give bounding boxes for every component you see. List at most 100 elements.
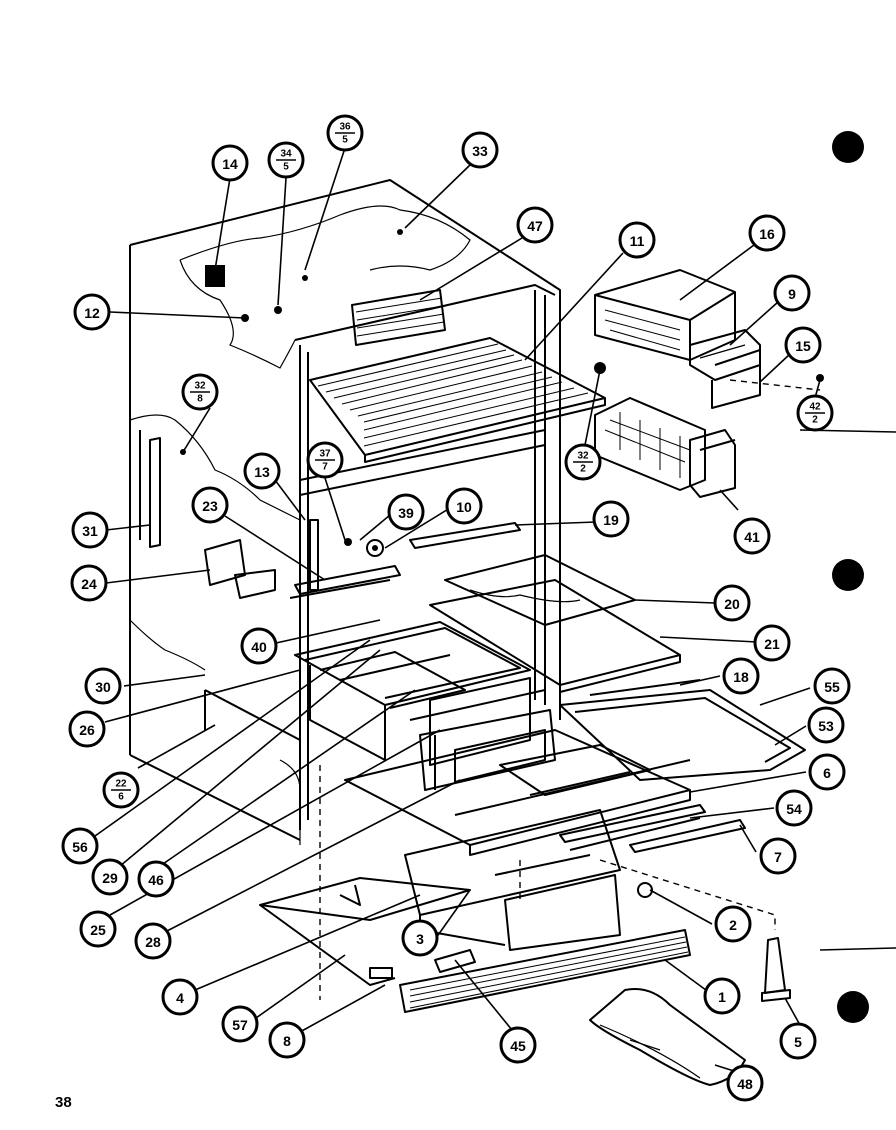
- crisper-frame: [294, 621, 546, 766]
- callout-42-2: 422: [796, 394, 834, 432]
- callout-number: 31: [82, 523, 98, 539]
- callout-number: 14: [222, 156, 238, 172]
- callout-circle: [726, 1064, 764, 1102]
- callout-39: 39: [387, 493, 425, 531]
- callout-circle: [134, 922, 172, 960]
- callout-circle: [137, 860, 175, 898]
- callout-57: 57: [221, 1005, 259, 1043]
- callout-48: 48: [726, 1064, 764, 1102]
- callout-53: 53: [807, 706, 845, 744]
- callout-number: 20: [724, 596, 740, 612]
- callout-circle: [499, 1026, 537, 1064]
- callout-circle: [61, 827, 99, 865]
- callout-20: 20: [713, 584, 751, 622]
- callout-circle: [714, 905, 752, 943]
- callout-number: 6: [823, 765, 831, 781]
- callout-32-2: 322: [564, 443, 602, 481]
- callout-36-5: 365: [326, 114, 364, 152]
- callout-circle: [268, 1021, 306, 1059]
- callout-number: 19: [603, 512, 619, 528]
- callout-number: 33: [472, 143, 488, 159]
- callout-11: 11: [618, 221, 656, 259]
- callout-circle: [807, 706, 845, 744]
- ice-deflector: [351, 289, 446, 346]
- ice-bin-assembly: [594, 269, 761, 409]
- callout-circle: [733, 517, 771, 555]
- callout-2: 2: [714, 905, 752, 943]
- callout-circle: [387, 493, 425, 531]
- callout-number: 7: [774, 849, 782, 865]
- callout-1: 1: [703, 977, 741, 1015]
- callout-number: 3: [416, 931, 424, 947]
- callout-circle: [775, 789, 813, 827]
- callout-number: 16: [759, 226, 775, 242]
- callout-28: 28: [134, 922, 172, 960]
- leader-lines: [94, 147, 821, 1073]
- callout-number: 46: [148, 872, 164, 888]
- toe-grille: [399, 929, 691, 1013]
- callout-sub-number: 2: [812, 415, 818, 426]
- callout-number: 34: [280, 149, 292, 160]
- shelf-rails: [289, 519, 521, 599]
- callout-number: 11: [630, 233, 645, 249]
- callout-number: 8: [283, 1033, 291, 1049]
- callout-circle: [592, 500, 630, 538]
- callout-number: 25: [90, 922, 106, 938]
- callout-number: 4: [176, 990, 184, 1006]
- callout-9: 9: [773, 274, 811, 312]
- callout-13: 13: [243, 452, 281, 490]
- callout-8: 8: [268, 1021, 306, 1059]
- callout-46: 46: [137, 860, 175, 898]
- callout-number: 29: [102, 870, 118, 886]
- callout-3: 3: [401, 919, 439, 957]
- callout-32-8: 328: [181, 373, 219, 411]
- callout-56: 56: [61, 827, 99, 865]
- callout-22-6: 226: [102, 771, 140, 809]
- callout-number: 12: [84, 305, 100, 321]
- callout-number: 40: [251, 639, 267, 655]
- callout-number: 30: [95, 679, 111, 695]
- callout-number: 2: [729, 917, 737, 933]
- callout-34-5: 345: [267, 141, 305, 179]
- callout-number: 32: [194, 381, 206, 392]
- callout-number: 21: [764, 636, 780, 652]
- callout-circle: [713, 584, 751, 622]
- freezer-wire-shelf: [309, 337, 606, 463]
- callout-4: 4: [161, 978, 199, 1016]
- callout-circle: [84, 667, 122, 705]
- callout-circle: [748, 214, 786, 252]
- callout-number: 18: [733, 669, 749, 685]
- callout-16: 16: [748, 214, 786, 252]
- callout-circle: [211, 144, 249, 182]
- callout-54: 54: [775, 789, 813, 827]
- crisper-pan-frame: [344, 729, 746, 856]
- callout-number: 5: [794, 1034, 802, 1050]
- callout-7: 7: [759, 837, 797, 875]
- callout-number: 36: [339, 122, 351, 133]
- callout-41: 41: [733, 517, 771, 555]
- callout-sub-number: 7: [322, 462, 328, 473]
- callout-18: 18: [722, 657, 760, 695]
- callout-sub-number: 6: [118, 792, 124, 803]
- crisper-drawer: [404, 809, 653, 951]
- crisper-cover-shelf: [559, 679, 806, 781]
- callout-circle: [722, 657, 760, 695]
- callout-circle: [71, 511, 109, 549]
- callout-circle: [703, 977, 741, 1015]
- callout-number: 1: [718, 989, 726, 1005]
- callout-12: 12: [73, 293, 111, 331]
- callout-number: 41: [744, 529, 760, 545]
- callout-number: 22: [115, 779, 127, 790]
- callout-number: 48: [737, 1076, 753, 1092]
- callout-number: 13: [254, 464, 270, 480]
- callout-circle: [70, 564, 108, 602]
- callout-number: 28: [145, 934, 161, 950]
- callout-26: 26: [68, 710, 106, 748]
- callout-number: 56: [72, 839, 88, 855]
- callout-circle: [401, 919, 439, 957]
- callout-55: 55: [813, 667, 851, 705]
- callout-number: 15: [795, 338, 811, 354]
- callout-circle: [79, 910, 117, 948]
- callout-6: 6: [808, 753, 846, 791]
